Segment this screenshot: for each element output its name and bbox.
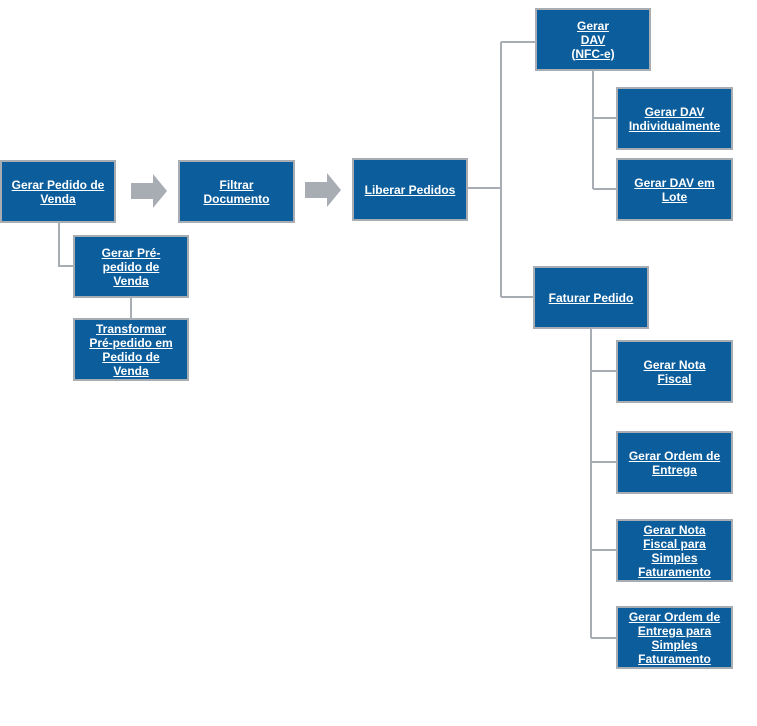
link-gerar-dav-lote[interactable]: Gerar DAV em Lote bbox=[634, 175, 715, 204]
node-gerar-ordem-entrega[interactable]: Gerar Ordem de Entrega bbox=[616, 431, 733, 494]
flow-arrow-2-icon bbox=[305, 173, 341, 207]
flow-arrow-1-icon bbox=[131, 174, 167, 208]
node-faturar-pedido[interactable]: Faturar Pedido bbox=[533, 266, 649, 329]
node-gerar-pedido-venda[interactable]: Gerar Pedido de Venda bbox=[0, 160, 116, 223]
node-gerar-dav-individualmente[interactable]: Gerar DAV Individualmente bbox=[616, 87, 733, 150]
link-gerar-dav-nfce[interactable]: Gerar DAV (NFC-e) bbox=[571, 18, 615, 61]
link-transformar-pre-pedido[interactable]: Transformar Pré-pedido em Pedido de Vend… bbox=[89, 321, 173, 378]
node-gerar-dav-nfce[interactable]: Gerar DAV (NFC-e) bbox=[535, 8, 651, 71]
link-gerar-pre-pedido-venda[interactable]: Gerar Pré-pedido de Venda bbox=[101, 245, 161, 288]
node-gerar-ordem-entrega-simples[interactable]: Gerar Ordem de Entrega para Simples Fatu… bbox=[616, 606, 733, 669]
link-liberar-pedidos[interactable]: Liberar Pedidos bbox=[364, 182, 456, 197]
node-gerar-nota-fiscal[interactable]: Gerar Nota Fiscal bbox=[616, 340, 733, 403]
link-gerar-ordem-entrega-simples[interactable]: Gerar Ordem de Entrega para Simples Fatu… bbox=[628, 609, 721, 666]
node-liberar-pedidos[interactable]: Liberar Pedidos bbox=[352, 158, 468, 221]
link-gerar-ordem-entrega[interactable]: Gerar Ordem de Entrega bbox=[628, 448, 721, 477]
link-filtrar-documento[interactable]: Filtrar Documento bbox=[203, 177, 270, 206]
node-gerar-nota-fiscal-simples[interactable]: Gerar Nota Fiscal para Simples Faturamen… bbox=[616, 519, 733, 582]
link-faturar-pedido[interactable]: Faturar Pedido bbox=[548, 290, 634, 305]
link-gerar-pedido-venda[interactable]: Gerar Pedido de Venda bbox=[11, 177, 105, 206]
node-transformar-pre-pedido[interactable]: Transformar Pré-pedido em Pedido de Vend… bbox=[73, 318, 189, 381]
link-gerar-nota-fiscal-simples[interactable]: Gerar Nota Fiscal para Simples Faturamen… bbox=[638, 522, 711, 579]
node-filtrar-documento[interactable]: Filtrar Documento bbox=[178, 160, 295, 223]
connector-pedido-to-pre-pedido bbox=[58, 222, 75, 267]
node-gerar-pre-pedido-venda[interactable]: Gerar Pré-pedido de Venda bbox=[73, 235, 189, 298]
node-gerar-dav-lote[interactable]: Gerar DAV em Lote bbox=[616, 158, 733, 221]
link-gerar-nota-fiscal[interactable]: Gerar Nota Fiscal bbox=[643, 357, 706, 386]
link-gerar-dav-individualmente[interactable]: Gerar DAV Individualmente bbox=[628, 104, 721, 133]
